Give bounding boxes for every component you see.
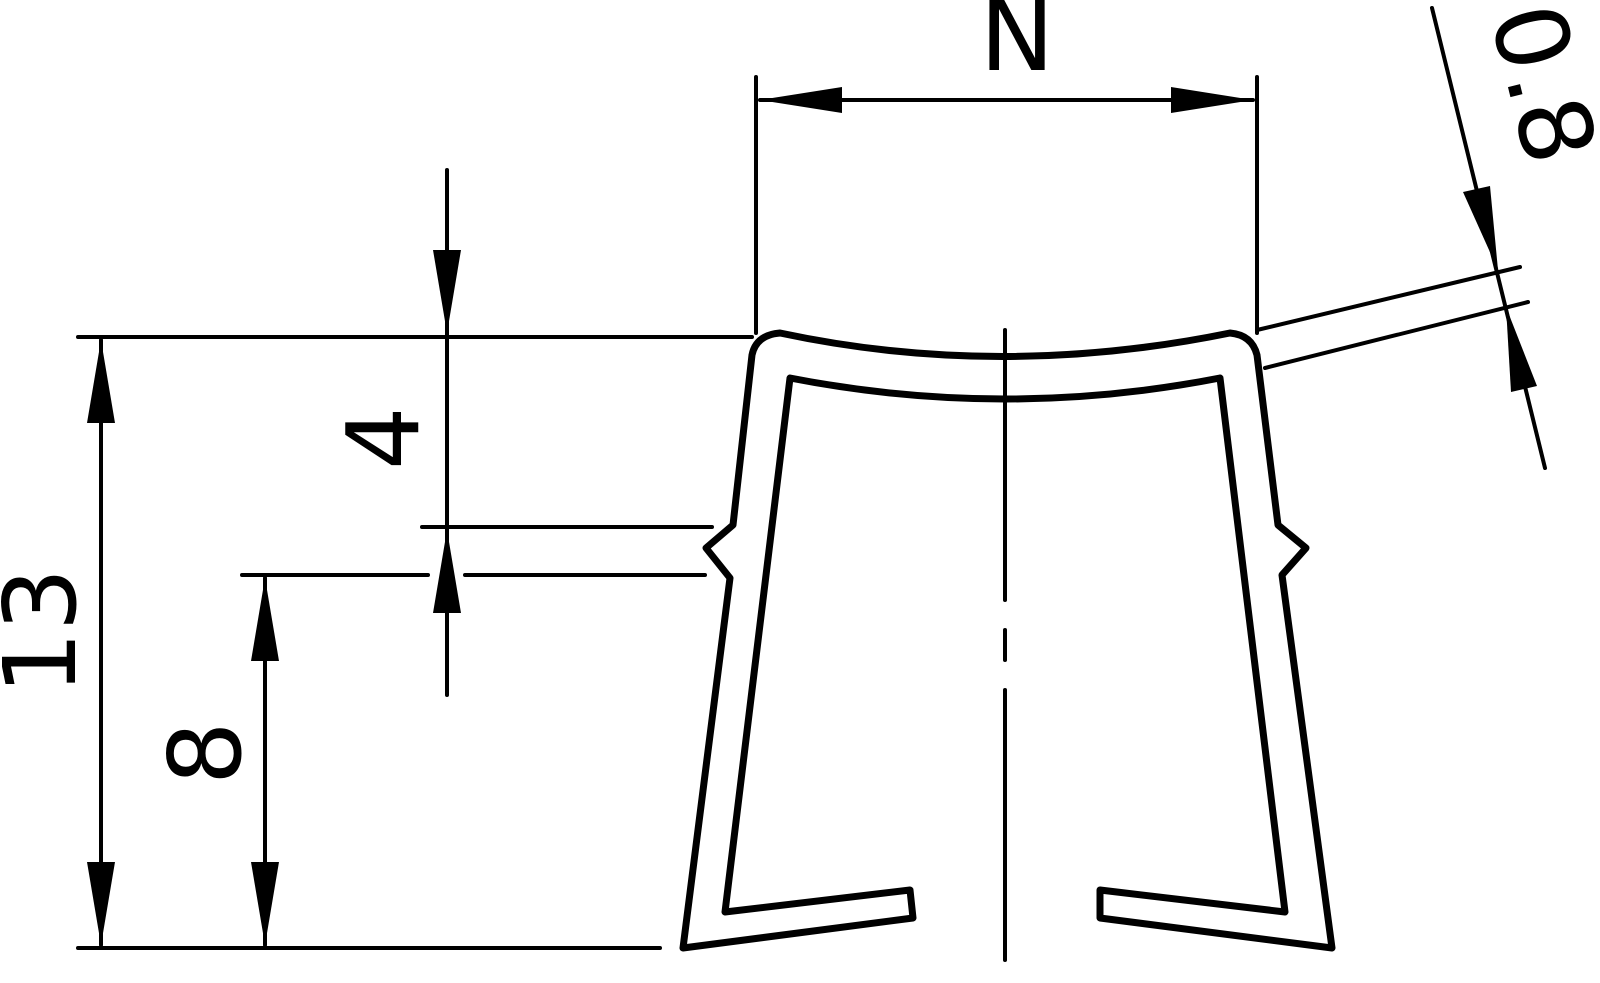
profile-outline	[679, 329, 1336, 952]
dimension-4: 4	[325, 168, 461, 697]
dimension-label-13: 13	[0, 568, 99, 695]
dimension-8: 8	[147, 576, 279, 947]
dimension-label-n: N	[980, 0, 1055, 94]
dimension-label-thickness: 0.8	[1467, 0, 1600, 175]
dimension-label-4: 4	[325, 406, 442, 470]
dimension-thickness: 0.8	[1255, 0, 1600, 470]
dimension-label-8: 8	[147, 721, 264, 785]
dimension-n: N	[754, 0, 1259, 335]
dimension-13: 13	[0, 338, 115, 947]
